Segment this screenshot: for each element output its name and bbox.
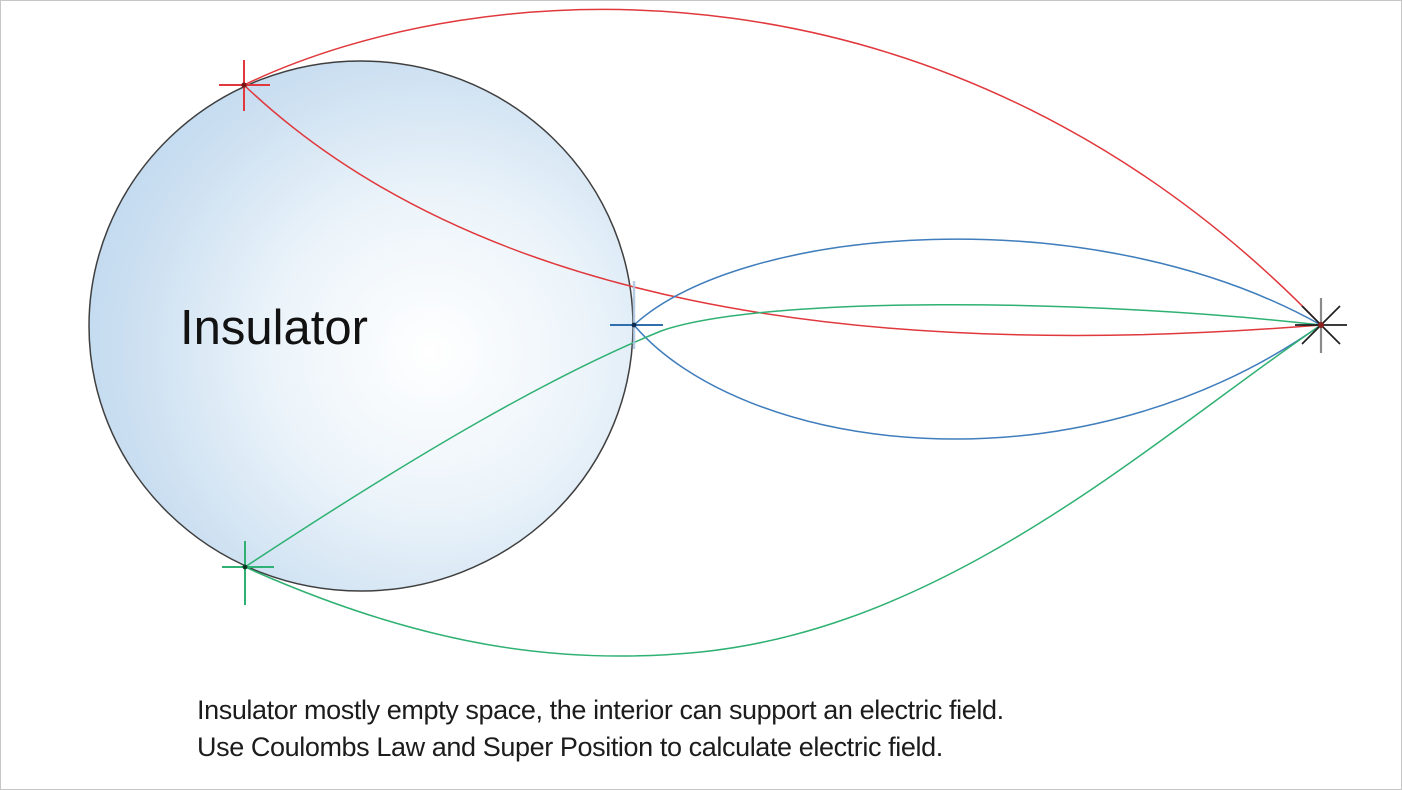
green-charge-dot	[242, 564, 248, 570]
field-line-red-outer	[243, 8, 1322, 326]
field-line-blue-lower	[633, 324, 1322, 440]
caption-block: Insulator mostly empty space, the interi…	[197, 692, 1004, 766]
red-charge-cross-marker	[219, 60, 270, 111]
field-point-dot	[1318, 322, 1324, 328]
sphere-label: Insulator	[180, 301, 368, 355]
field-line-green-inner	[244, 304, 1322, 568]
caption-line-2: Use Coulombs Law and Super Position to c…	[197, 732, 943, 762]
field-point-asterisk-marker	[1295, 298, 1347, 353]
red-charge-dot	[241, 82, 247, 88]
field-line-blue-upper	[633, 238, 1322, 326]
blue-charge-cross-marker	[610, 281, 663, 349]
blue-charge-dot	[631, 322, 637, 328]
caption-line-1: Insulator mostly empty space, the interi…	[197, 695, 1004, 725]
field-line-red-inner	[243, 84, 1322, 337]
field-line-green-outer	[244, 324, 1322, 657]
green-charge-cross-marker	[222, 541, 274, 605]
